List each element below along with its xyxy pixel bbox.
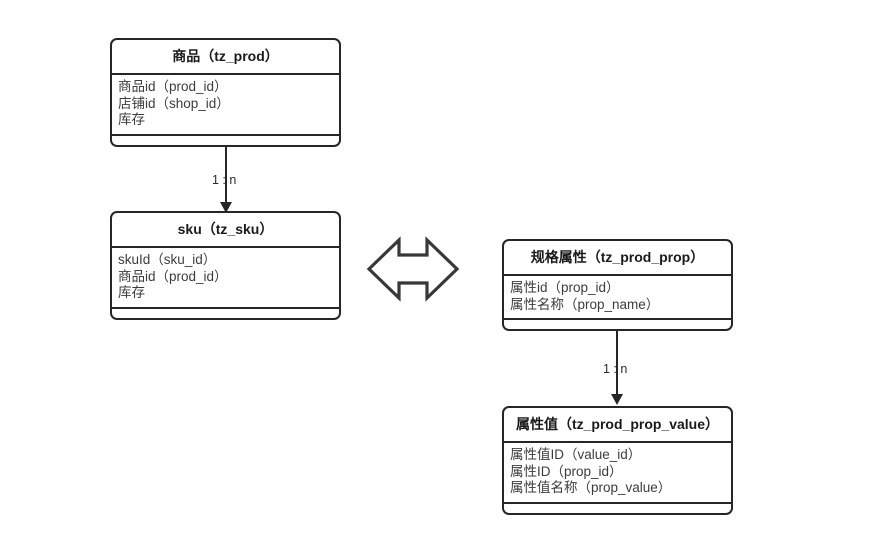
relation-prop-to-prop-value — [611, 331, 623, 406]
attribute-row: 商品id（prod_id） — [118, 79, 228, 94]
relation-label-prop-to-prop-value: 1 : n — [603, 362, 628, 376]
attribute-row: 库存 — [118, 112, 145, 127]
attribute-row: 属性值名称（prop_value） — [510, 480, 672, 495]
entity-header-tz-prod: 商品（tz_prod） — [112, 40, 339, 75]
relation-line — [225, 147, 227, 202]
relation-arrowhead — [611, 394, 623, 405]
entity-header-tz-prod-prop: 规格属性（tz_prod_prop） — [504, 241, 731, 276]
attribute-row: 店铺id（shop_id） — [118, 95, 230, 111]
attribute-row: 库存 — [118, 285, 145, 300]
relation-arrowhead — [220, 202, 232, 213]
entity-footer-tz-sku — [112, 309, 339, 319]
attribute-row: 属性ID（prop_id） — [510, 463, 623, 479]
entity-tz-prod-prop-value[interactable]: 属性值（tz_prod_prop_value） 属性值ID（value_id） … — [502, 406, 733, 515]
entity-footer-tz-prod — [112, 136, 339, 146]
attribute-row: 属性值ID（value_id） — [510, 447, 642, 462]
attribute-row: 商品id（prod_id） — [118, 268, 228, 284]
entity-footer-tz-prod-prop — [504, 320, 731, 329]
relation-line — [616, 331, 618, 394]
attribute-row: 属性名称（prop_name） — [510, 296, 660, 312]
entity-attributes-tz-sku: skuId（sku_id） 商品id（prod_id） 库存 — [112, 248, 339, 309]
relation-label-prod-to-sku: 1 : n — [212, 173, 237, 187]
entity-footer-tz-prod-prop-value — [504, 504, 731, 514]
entity-header-tz-sku: sku（tz_sku） — [112, 213, 339, 248]
entity-header-tz-prod-prop-value: 属性值（tz_prod_prop_value） — [504, 408, 731, 443]
entity-tz-prod-prop[interactable]: 规格属性（tz_prod_prop） 属性id（prop_id） 属性名称（pr… — [502, 239, 733, 331]
entity-attributes-tz-prod-prop: 属性id（prop_id） 属性名称（prop_name） — [504, 276, 731, 320]
entity-tz-prod[interactable]: 商品（tz_prod） 商品id（prod_id） 店铺id（shop_id） … — [110, 38, 341, 147]
entity-tz-sku[interactable]: sku（tz_sku） skuId（sku_id） 商品id（prod_id） … — [110, 211, 341, 320]
attribute-row: skuId（sku_id） — [118, 252, 217, 267]
attribute-row: 属性id（prop_id） — [510, 280, 620, 295]
entity-attributes-tz-prod: 商品id（prod_id） 店铺id（shop_id） 库存 — [112, 75, 339, 136]
double-headed-arrow-icon — [366, 236, 460, 302]
relation-prod-to-sku — [220, 147, 232, 213]
entity-attributes-tz-prod-prop-value: 属性值ID（value_id） 属性ID（prop_id） 属性值名称（prop… — [504, 443, 731, 504]
